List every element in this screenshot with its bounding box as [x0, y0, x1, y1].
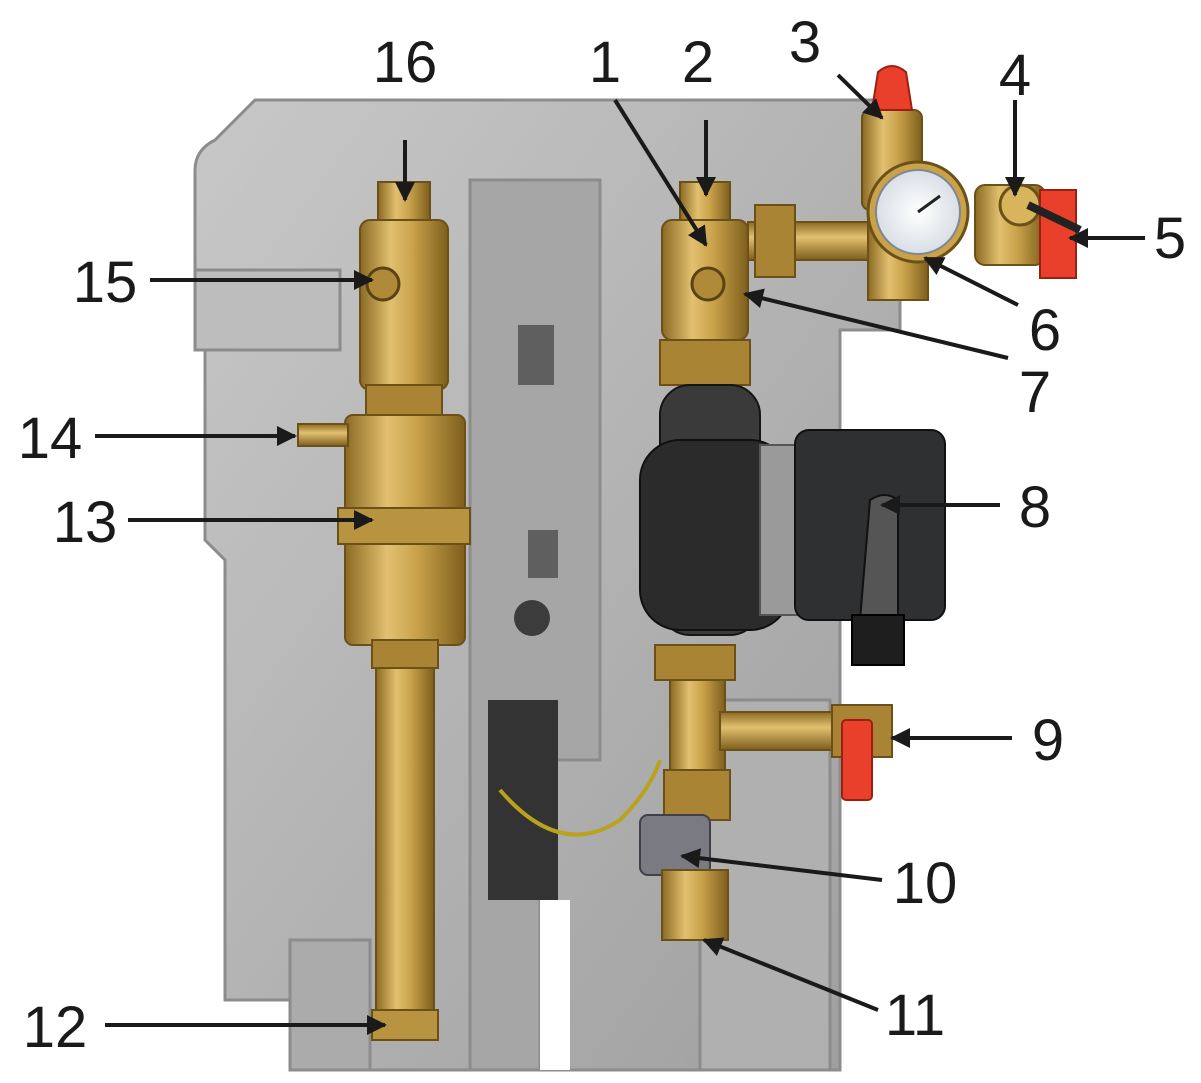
check-valve-body — [663, 769, 731, 821]
callout-1: 1 — [589, 30, 621, 95]
pump-lower-nut — [654, 644, 736, 681]
foam-bottom-left-foot — [288, 938, 372, 1072]
right-valve-knob — [690, 266, 726, 302]
foam-slot-middle — [528, 530, 558, 578]
flowmeter-tube — [375, 667, 435, 1029]
callout-4: 4 — [999, 43, 1031, 108]
arrow-11 — [702, 937, 879, 1012]
sensor-cable — [498, 759, 662, 837]
callout-5: 5 — [1154, 206, 1186, 271]
foam-white-gap — [540, 900, 570, 1070]
drain-branch — [719, 711, 841, 751]
pressure-gauge-needle — [917, 194, 941, 214]
left-nut — [365, 384, 443, 416]
fill-valve-lever — [1026, 201, 1082, 234]
safety-valve-red-cap — [870, 65, 914, 111]
foam-hole — [514, 600, 550, 636]
drain-valve-red-handle — [841, 719, 873, 801]
arrow-7 — [743, 288, 1009, 360]
foam-dark-gap — [488, 700, 558, 900]
callout-10: 10 — [893, 851, 958, 916]
callout-13: 13 — [53, 490, 118, 555]
callout-11: 11 — [885, 983, 945, 1048]
callout-15: 15 — [73, 250, 138, 315]
callout-14: 14 — [18, 406, 83, 471]
fill-valve-handle-red — [1039, 189, 1077, 279]
callout-3: 3 — [789, 10, 821, 75]
arrow-3 — [836, 73, 884, 120]
safety-pipe-nut — [754, 204, 796, 278]
flowmeter-nut — [371, 639, 439, 669]
foam-left-ear — [193, 268, 342, 352]
flowmeter-collar — [337, 507, 471, 545]
callout-12: 12 — [23, 995, 88, 1060]
check-valve-grey-cap — [639, 814, 711, 876]
callout-arrows — [95, 73, 1145, 1035]
right-nut — [659, 339, 751, 386]
arrow-6 — [923, 256, 1019, 307]
callout-8: 8 — [1019, 475, 1051, 540]
arrow-10 — [680, 848, 883, 882]
return-outlet-thread — [661, 869, 729, 941]
callout-7: 7 — [1019, 360, 1051, 425]
left-valve-knob — [365, 266, 401, 302]
pump-cable-gland — [851, 614, 905, 666]
right-return-column — [498, 65, 1082, 941]
callout-16: 16 — [373, 30, 438, 95]
foam-slot-top — [518, 325, 554, 385]
arrow-1 — [613, 98, 708, 247]
callout-6: 6 — [1029, 298, 1061, 363]
callout-labels: 16 1 2 3 4 5 6 7 8 9 10 11 12 13 14 15 — [18, 10, 1186, 1060]
left-ball-valve-body — [359, 219, 449, 391]
air-vent-stub — [297, 423, 349, 447]
callout-2: 2 — [682, 30, 714, 95]
callout-9: 9 — [1032, 708, 1064, 773]
drain-tee — [669, 679, 726, 771]
